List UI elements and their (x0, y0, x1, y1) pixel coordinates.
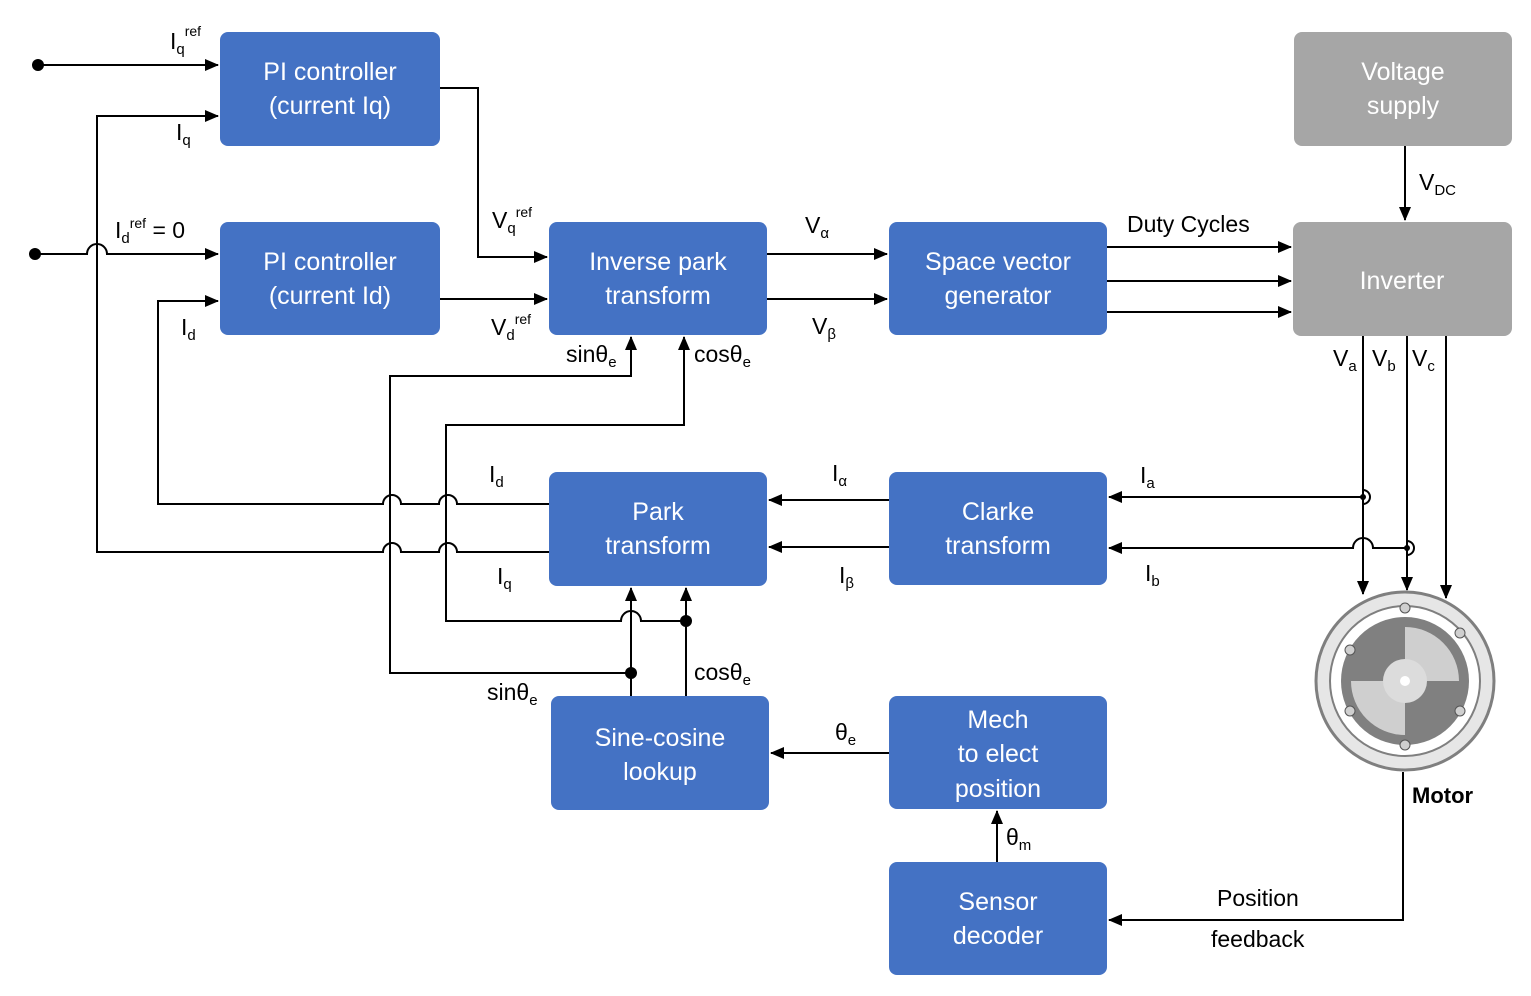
pi-iq-line2: (current Iq) (269, 92, 391, 120)
voltage-supply-block[interactable]: Voltage supply (1294, 32, 1512, 146)
sensor-decoder-block[interactable]: Sensor decoder (889, 862, 1107, 975)
label-duty-cycles: Duty Cycles (1127, 211, 1250, 237)
svg-line1: Space vector (925, 248, 1071, 276)
park-block[interactable]: Park transform (549, 472, 767, 586)
label-cos-bottom: cosθe (694, 659, 751, 689)
label-i-beta: Iβ (839, 562, 854, 592)
park-line1: Park (632, 498, 684, 526)
connection-wires (29, 59, 1452, 926)
inverter-block[interactable]: Inverter (1293, 222, 1512, 336)
label-ib: Ib (1145, 560, 1160, 590)
mech-line1: Mech (967, 706, 1028, 734)
label-vdc: VDC (1419, 169, 1456, 199)
label-v-alpha: Vα (805, 212, 829, 242)
pi-id-line2: (current Id) (269, 282, 391, 310)
space-vector-block[interactable]: Space vector generator (889, 222, 1107, 335)
label-sin-top: sinθe (566, 341, 617, 371)
pi-controller-id-block[interactable]: PI controller (current Id) (220, 222, 440, 335)
inv-park-line2: transform (605, 282, 711, 310)
label-vd-ref: Vdref (491, 311, 531, 344)
label-vq-ref: Vqref (492, 204, 532, 237)
sensor-line2: decoder (953, 922, 1043, 950)
label-iq-park: Iq (497, 563, 512, 593)
label-position: Position (1217, 885, 1299, 911)
clarke-block[interactable]: Clarke transform (889, 472, 1107, 585)
voltage-line1: Voltage (1361, 58, 1444, 86)
mech-to-elect-block[interactable]: Mech to elect position (889, 696, 1107, 809)
label-sin-bottom: sinθe (487, 679, 538, 709)
svg-line2: generator (944, 282, 1051, 310)
label-v-beta: Vβ (812, 313, 836, 343)
mech-line2: to elect (958, 740, 1039, 768)
motor-label: Motor (1412, 783, 1474, 808)
label-cos-top: cosθe (694, 341, 751, 371)
mech-line3: position (955, 775, 1041, 803)
label-theta-m: θm (1006, 824, 1031, 854)
label-feedback: feedback (1211, 926, 1305, 952)
label-id-feedback: Id (181, 314, 196, 344)
motor-icon (1314, 590, 1496, 772)
label-i-alpha: Iα (832, 460, 847, 490)
label-iq-ref: Iqref (170, 23, 201, 58)
sine-cosine-block[interactable]: Sine-cosine lookup (551, 696, 769, 810)
inverse-park-block[interactable]: Inverse park transform (549, 222, 767, 335)
inv-park-line1: Inverse park (589, 248, 727, 276)
label-iq-feedback: Iq (176, 119, 191, 149)
label-theta-e: θe (835, 719, 856, 749)
label-ia: Ia (1140, 462, 1155, 492)
pi-iq-line1: PI controller (263, 58, 396, 86)
sincos-line2: lookup (623, 758, 697, 786)
label-id-ref: Idref = 0 (115, 215, 185, 247)
label-id-park: Id (489, 461, 504, 491)
clarke-line1: Clarke (962, 498, 1034, 526)
pi-controller-iq-block[interactable]: PI controller (current Iq) (220, 32, 440, 146)
voltage-line2: supply (1367, 92, 1440, 120)
clarke-line2: transform (945, 532, 1051, 560)
label-vb: Vb (1372, 345, 1396, 375)
sincos-line1: Sine-cosine (595, 724, 726, 752)
park-line2: transform (605, 532, 711, 560)
pi-id-line1: PI controller (263, 248, 396, 276)
label-va: Va (1333, 345, 1357, 375)
label-vc: Vc (1412, 345, 1435, 375)
inverter-label: Inverter (1360, 267, 1445, 295)
sensor-line1: Sensor (958, 888, 1037, 916)
